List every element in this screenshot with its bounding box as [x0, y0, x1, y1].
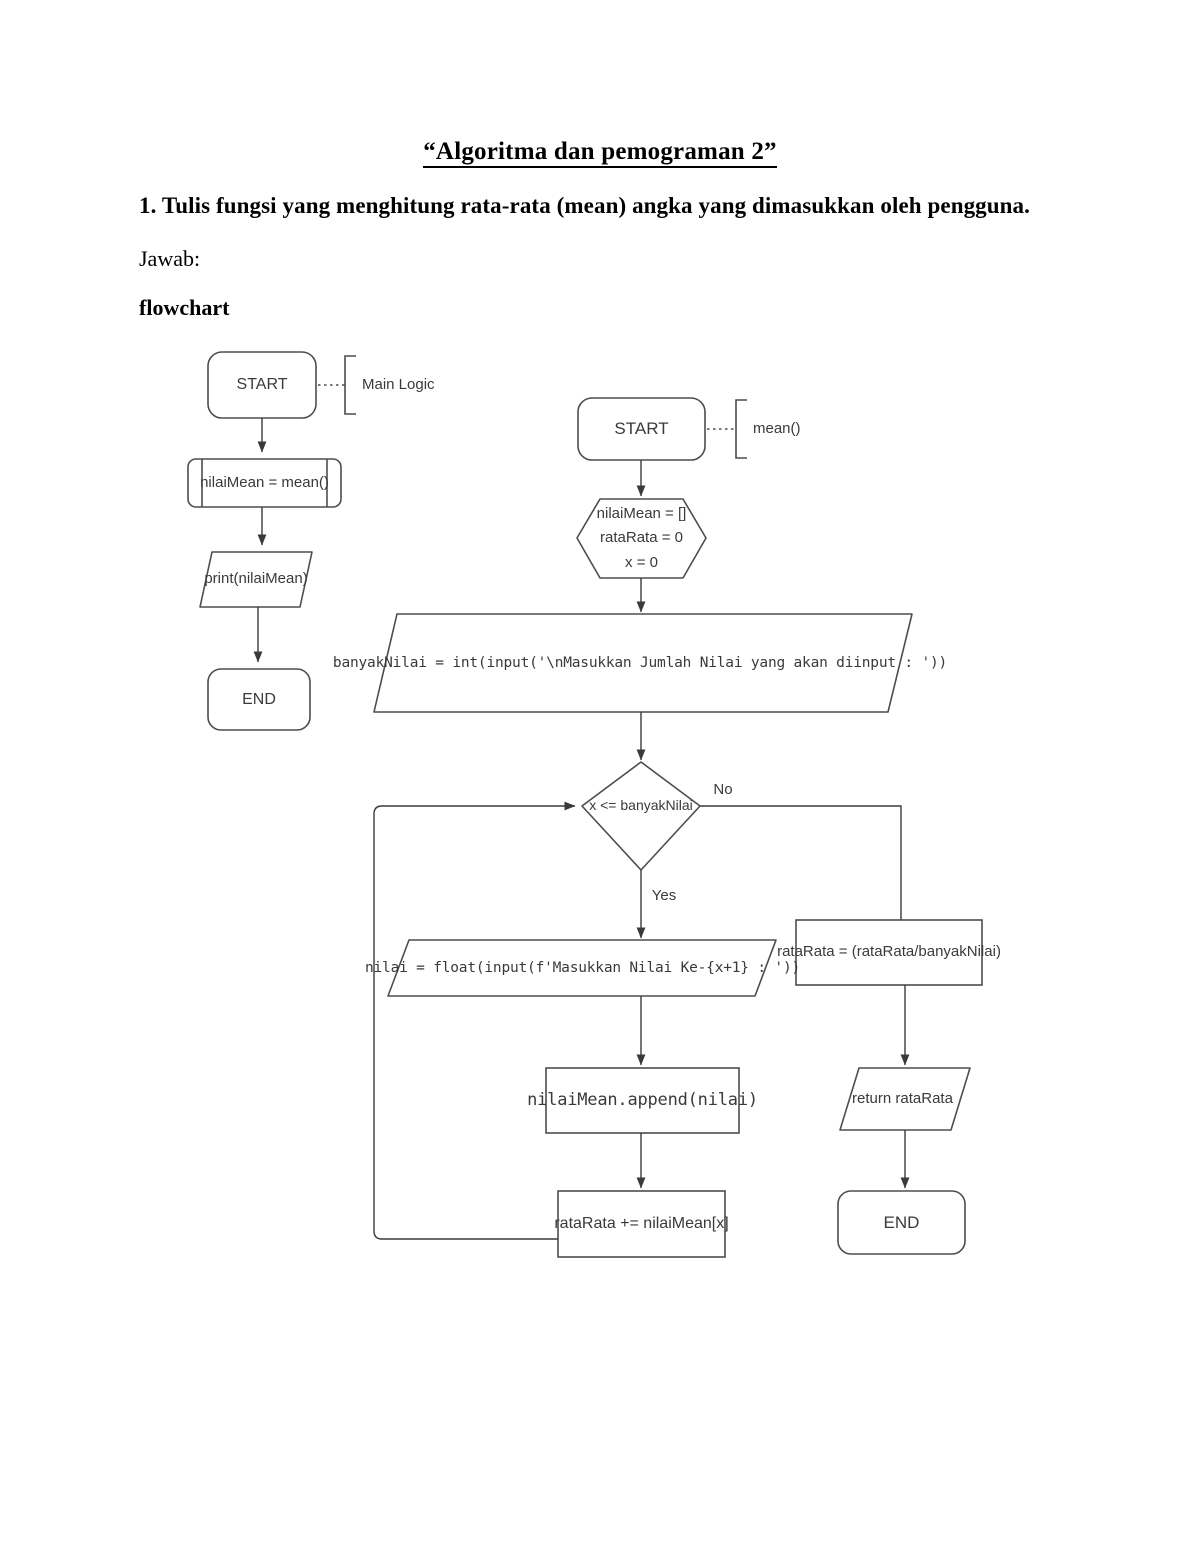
main-logic-annotation-label: Main Logic: [362, 375, 435, 393]
mean-return-label: return rataRata: [852, 1089, 953, 1107]
main-annotation-bracket: [344, 355, 356, 415]
mean-accumulate-label: rataRata += nilaiMean[x]: [554, 1215, 729, 1232]
mean-no-branch-line: [700, 805, 902, 920]
mean-annotation-label: mean(): [753, 419, 801, 437]
mean-branch-no-label: No: [713, 780, 733, 798]
mean-end-label: END: [883, 1212, 920, 1232]
mean-loop-back-line: [373, 801, 576, 1240]
mean-input-nilai-label: nilai = float(input(f'Masukkan Nilai Ke-…: [364, 959, 801, 976]
mean-append-label: nilaiMean.append(nilai): [527, 1089, 758, 1110]
main-print-label: print(nilaiMean): [204, 570, 308, 588]
mean-branch-yes-label: Yes: [651, 886, 677, 904]
page-title: “Algoritma dan pemograman 2”: [0, 138, 1200, 168]
flowchart-section-label: flowchart: [139, 295, 230, 320]
mean-input-banyak-label: banyakNilai = int(input('\nMasukkan Juml…: [332, 654, 948, 671]
question-text: 1. Tulis fungsi yang menghitung rata-rat…: [139, 193, 1031, 218]
mean-annotation-bracket: [735, 399, 747, 459]
page-title-text: “Algoritma dan pemograman 2”: [423, 138, 777, 168]
mean-init-line2-label: rataRata = 0: [600, 528, 683, 546]
answer-label: Jawab:: [139, 246, 201, 271]
mean-init-line3-label: x = 0: [625, 553, 658, 571]
mean-start-label: START: [614, 419, 669, 439]
mean-init-line1-label: nilaiMean = []: [596, 504, 687, 522]
main-start-label: START: [236, 376, 288, 393]
mean-average-label: rataRata = (rataRata/banyakNilai): [777, 943, 1001, 961]
mean-decision-label: x <= banyakNilai: [589, 797, 693, 814]
main-end-label: END: [242, 690, 276, 708]
main-call-mean-label: nilaiMean = mean(): [200, 473, 329, 491]
